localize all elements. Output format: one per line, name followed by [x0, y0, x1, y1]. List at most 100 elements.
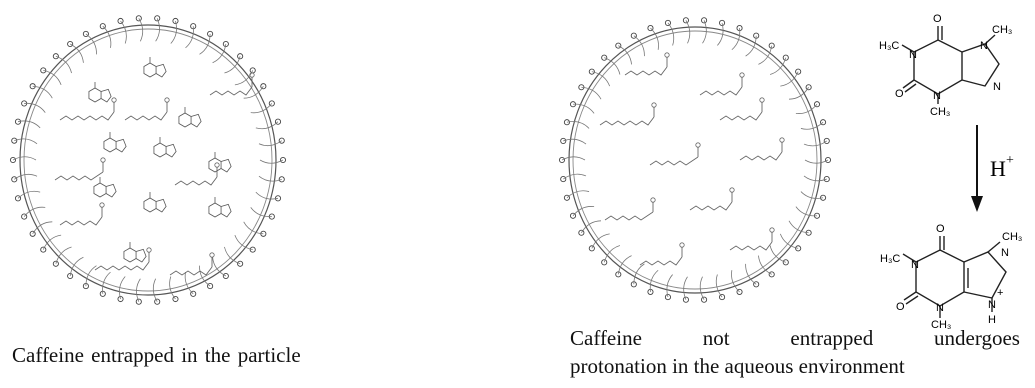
caption-word: not	[702, 326, 730, 350]
surfactant-tail	[258, 140, 282, 147]
surfactant-tail	[243, 86, 264, 99]
lipid-chain-head	[164, 97, 170, 103]
surfactant-head	[820, 119, 827, 126]
pcaffeine-charge-label: +	[997, 287, 1003, 299]
surfactant-tail	[758, 255, 772, 275]
lipid-chain	[54, 162, 104, 181]
lipid-chain-head	[146, 247, 152, 253]
caffeine-n7-label: N	[980, 40, 988, 52]
lipid-chain-head	[651, 102, 657, 108]
surfactant-tail	[563, 138, 587, 145]
surfactant-head	[664, 19, 671, 26]
right-particle	[558, 17, 832, 303]
surfactant-tail	[803, 140, 827, 147]
surfactant-head	[274, 118, 282, 125]
surfactant-head	[719, 19, 726, 26]
right-caption-line-1: Caffeine not entrapped undergoes	[570, 324, 1020, 352]
lipid-chain-head	[779, 137, 785, 143]
surfactant-tail	[618, 45, 632, 65]
lipid-chain-head	[650, 197, 656, 203]
surfactant-tail	[138, 18, 144, 42]
surfactant-tail	[32, 221, 53, 234]
surfactant-head	[67, 272, 74, 280]
lipid-chain-head	[111, 97, 117, 103]
surfactant-head	[560, 176, 567, 183]
surfactant-head	[11, 176, 18, 183]
surfactant-tail	[699, 276, 705, 300]
surfactant-tail	[17, 190, 41, 199]
surfactant-tail	[717, 22, 724, 46]
entrapped-caffeine-ring	[100, 88, 112, 103]
surfactant-head	[14, 195, 22, 202]
surfactant-tail	[224, 56, 241, 74]
surfactant-tail	[666, 274, 673, 298]
lipid-chain-head	[664, 52, 670, 58]
surfactant-tail	[14, 138, 38, 145]
surfactant-head	[682, 17, 689, 24]
surfactant-head	[154, 298, 161, 305]
surfactant-head	[736, 288, 743, 295]
surfactant-head	[813, 101, 821, 108]
lipid-chain	[59, 102, 115, 121]
surfactant-tail	[731, 270, 740, 293]
surfactant-head	[274, 195, 282, 202]
surfactant-head	[823, 137, 830, 144]
surfactant-tail	[745, 263, 757, 285]
caffeine-n3-label: N	[933, 90, 941, 102]
surfactant-head	[278, 137, 285, 144]
left-particle	[9, 15, 287, 305]
entrapped-caffeine	[123, 247, 137, 263]
particle-shell-inner	[23, 28, 273, 292]
surfactant-head	[601, 259, 608, 266]
caffeine-molecule	[901, 26, 1000, 104]
surfactant-tail	[572, 103, 595, 114]
lipid-chain	[624, 57, 668, 76]
surfactant-tail	[633, 35, 645, 57]
surfactant-tail	[250, 207, 272, 218]
surfactant-head	[615, 271, 622, 278]
surfactant-head	[67, 40, 74, 48]
surfactant-head	[279, 156, 287, 164]
lipid-chain-head	[99, 202, 105, 208]
surfactant-head	[172, 17, 179, 25]
surfactant-head	[237, 53, 244, 60]
surfactant-tail	[788, 87, 809, 100]
surfactant-tail	[69, 256, 84, 277]
surfactant-tail	[780, 71, 799, 87]
surfactant-tail	[102, 271, 111, 294]
surfactant-tail	[184, 272, 194, 295]
surfactant-head	[268, 100, 275, 107]
surfactant-tail	[633, 263, 645, 285]
lipid-chain-head	[679, 242, 685, 248]
surfactant-head	[560, 137, 567, 144]
reaction-arrow	[971, 125, 983, 212]
surfactant-tail	[169, 276, 176, 300]
caption-word: Caffeine	[570, 326, 642, 350]
lipid-chain	[719, 102, 763, 121]
surfactant-tail	[800, 121, 824, 130]
pcaffeine-n3-label: N	[936, 302, 944, 314]
surfactant-tail	[234, 234, 253, 251]
surfactant-head	[753, 281, 760, 288]
entrapped-caffeine-ring	[115, 138, 127, 153]
surfactant-head	[172, 295, 179, 303]
surfactant-head	[207, 283, 214, 290]
surfactant-tail	[85, 33, 97, 55]
surfactant-head	[578, 229, 585, 236]
surfactant-head	[9, 156, 17, 164]
surfactant-tail	[55, 55, 72, 74]
surfactant-tail	[581, 220, 602, 233]
surfactant-head	[135, 15, 142, 22]
surfactant-tail	[650, 27, 659, 50]
surfactant-head	[135, 298, 142, 305]
lipid-chain	[209, 77, 253, 96]
surfactant-head	[664, 294, 671, 301]
surfactant-tail	[212, 257, 227, 277]
lipid-chain	[94, 252, 150, 271]
surfactant-head	[249, 246, 256, 253]
surfactant-head	[768, 271, 775, 278]
entrapped-caffeine	[208, 157, 222, 173]
surfactant-tail	[800, 191, 824, 199]
surfactant-tail	[120, 20, 127, 44]
